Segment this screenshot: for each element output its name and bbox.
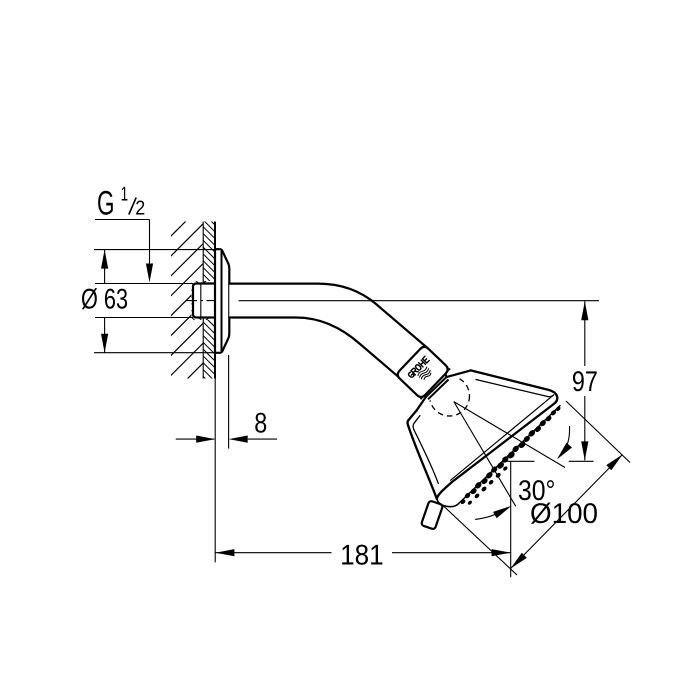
svg-text:Ø100: Ø100 <box>530 498 598 530</box>
svg-text:G: G <box>97 184 115 222</box>
svg-text:2: 2 <box>135 198 145 220</box>
svg-text:8: 8 <box>254 408 267 440</box>
svg-text:Ø 63: Ø 63 <box>81 284 128 316</box>
svg-text:30°: 30° <box>518 475 556 507</box>
svg-text:181: 181 <box>340 540 384 572</box>
svg-text:1: 1 <box>121 184 129 206</box>
svg-text:97: 97 <box>572 366 598 398</box>
